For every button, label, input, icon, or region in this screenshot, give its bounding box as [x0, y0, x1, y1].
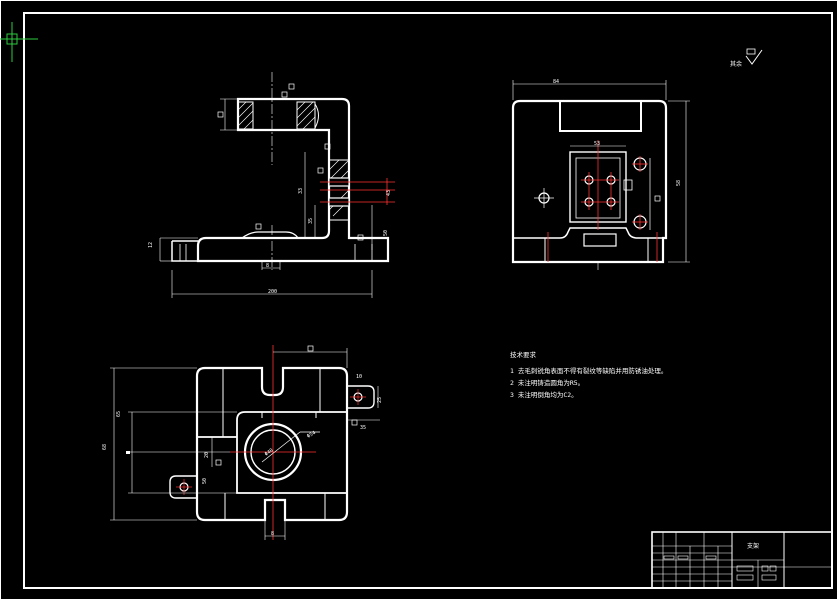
tech-req-item-3: 3 未注明倒角均为C2。 — [510, 390, 578, 399]
cad-crosshair-cursor[interactable] — [0, 22, 38, 62]
side-view: 84 58 53 — [511, 79, 690, 270]
plan-dim-bore2: Φ40 — [264, 448, 275, 458]
front-dim-33: 33 — [298, 188, 304, 194]
plan-dim-50: 50 — [202, 478, 208, 484]
tech-req-item-2: 2 未注明铸造圆角为R5。 — [510, 378, 584, 387]
title-block-part-name: 支架 — [747, 542, 759, 550]
technical-requirements: 技术要求 1 去毛刺锐角表面不得有裂纹等缺陷并用防锈油处理。 2 未注明铸造圆角… — [510, 350, 667, 399]
front-dim-12: 12 — [148, 242, 154, 248]
tech-req-title: 技术要求 — [510, 350, 537, 359]
roughness-symbol-icon — [745, 49, 763, 65]
front-dim-8: 8 — [266, 263, 269, 269]
side-dim-inner: 53 — [594, 141, 600, 147]
plan-dim-65: 65 — [116, 411, 122, 417]
roughness-note: 其余 — [730, 48, 763, 68]
front-outline — [196, 97, 390, 263]
side-dim-top-width: 84 — [553, 79, 559, 85]
title-block — [651, 531, 833, 589]
plan-dim-8: 8 — [271, 531, 274, 537]
plan-dim-25: 25 — [377, 397, 383, 403]
plan-view: Φ40 Φ54 68 — [102, 345, 383, 540]
front-dim-35: 35 — [308, 218, 314, 224]
plan-outline — [195, 366, 349, 522]
front-dim-43: 43 — [386, 190, 392, 196]
plan-dim-20: 20 — [204, 452, 210, 458]
drawing-frame — [23, 12, 833, 589]
tech-req-item-1: 1 去毛刺锐角表面不得有裂纹等缺陷并用防锈油处理。 — [510, 366, 667, 375]
plan-dim-35: 35 — [360, 425, 366, 431]
front-dim-50: 50 — [383, 230, 389, 236]
plan-dim-bore: Φ54 — [306, 430, 317, 440]
plan-dim-10: 10 — [356, 374, 362, 380]
front-view: 200 33 35 43 50 12 8 — [148, 72, 395, 298]
roughness-label: 其余 — [730, 60, 742, 68]
front-dim-200: 200 — [268, 289, 277, 295]
plan-dim-68: 68 — [102, 444, 108, 450]
side-dim-height: 58 — [676, 180, 682, 186]
